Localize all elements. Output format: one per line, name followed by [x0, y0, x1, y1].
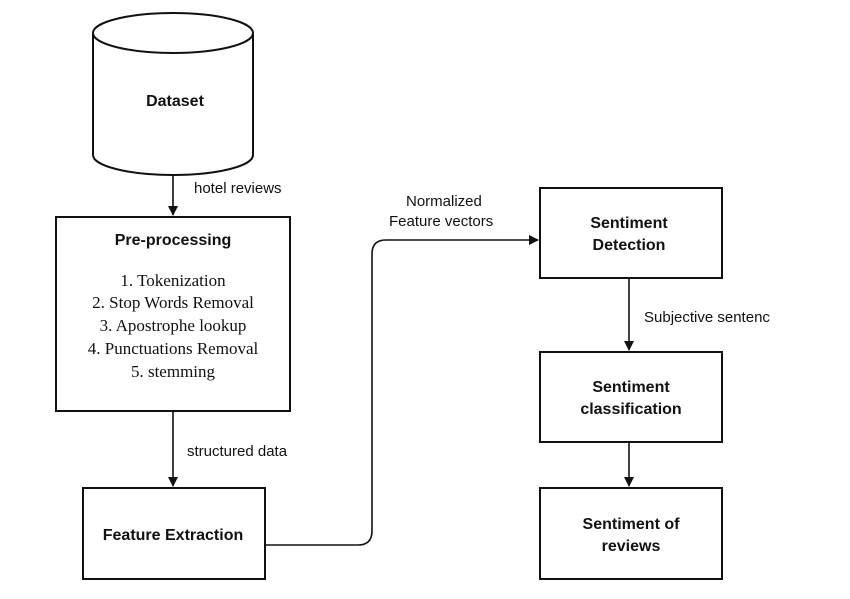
sentiment-detection-box [539, 187, 723, 279]
edge-feature-extraction-to-detection [266, 235, 539, 546]
sentiment-of-reviews-node: Sentiment of reviews [539, 487, 723, 580]
sentiment-of-reviews-label-line2: reviews [602, 538, 661, 555]
edge-label-feature-vectors: Feature vectors [389, 213, 493, 230]
preprocessing-title: Pre-processing [115, 232, 231, 249]
edge-label-subjective-sentenc: Subjective sentenc [644, 309, 770, 326]
edge-label-structured-data: structured data [187, 443, 288, 460]
sentiment-classification-box [539, 351, 723, 443]
preprocessing-step: 3. Apostrophe lookup [100, 316, 247, 335]
sentiment-detection-node: Sentiment Detection [539, 187, 723, 279]
edge-label-normalized: Normalized [406, 193, 482, 210]
edge-label-hotel-reviews: hotel reviews [194, 180, 282, 197]
sentiment-classification-node: Sentiment classification [539, 351, 723, 443]
feature-extraction-label: Feature Extraction [103, 527, 243, 544]
dataset-cylinder-body [92, 33, 254, 176]
sentiment-of-reviews-label-line1: Sentiment of [583, 516, 681, 533]
preprocessing-step: 2. Stop Words Removal [92, 293, 254, 312]
feature-extraction-box [82, 487, 266, 580]
sentiment-of-reviews-box [539, 487, 723, 580]
sentiment-detection-label-line1: Sentiment [590, 215, 668, 232]
preprocessing-step: 1. Tokenization [120, 271, 226, 290]
dataset-label: Dataset [146, 93, 204, 110]
sentiment-classification-label-line1: Sentiment [592, 379, 670, 396]
preprocessing-step: 5. stemming [131, 362, 216, 381]
feature-extraction-node: Feature Extraction [82, 487, 266, 580]
preprocessing-box [55, 216, 291, 412]
preprocessing-node: Pre-processing 1. Tokenization 2. Stop W… [55, 216, 291, 412]
dataset-cylinder-top [92, 12, 254, 54]
sentiment-detection-label-line2: Detection [593, 237, 666, 254]
preprocessing-step: 4. Punctuations Removal [88, 339, 259, 358]
dataset-node: Dataset [92, 12, 254, 176]
sentiment-classification-label-line2: classification [580, 401, 681, 418]
